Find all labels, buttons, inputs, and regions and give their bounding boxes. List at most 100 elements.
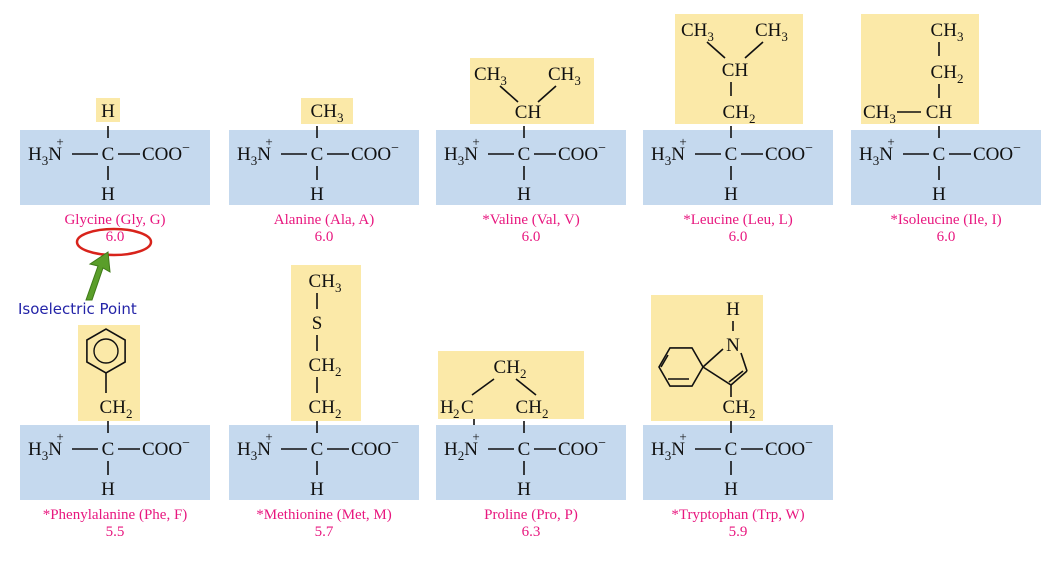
isoelectric-value: 6.0 bbox=[105, 229, 125, 245]
isoelectric-value: 6.0 bbox=[314, 229, 334, 245]
plus-charge: + bbox=[56, 134, 63, 149]
side-chain-box bbox=[291, 265, 361, 421]
side-ch3: CH3 bbox=[309, 271, 342, 295]
carboxylate-group: COO− bbox=[351, 141, 399, 165]
carboxylate-group: COO− bbox=[765, 141, 813, 165]
side-ch2: CH2 bbox=[723, 397, 756, 421]
backbone-box bbox=[229, 130, 419, 205]
plus-charge: + bbox=[265, 429, 272, 444]
backbone-box bbox=[643, 425, 833, 500]
bond bbox=[744, 41, 764, 59]
side-chain-box bbox=[78, 325, 140, 421]
carboxylate-group: COO− bbox=[973, 141, 1021, 165]
backbone-box bbox=[643, 130, 833, 205]
side-chain-box bbox=[651, 295, 763, 421]
backbone-box bbox=[20, 130, 210, 205]
side-ch: CH bbox=[515, 102, 542, 123]
side-h2c-sub: 2 bbox=[453, 406, 460, 421]
amine-group: H3N bbox=[859, 144, 893, 168]
isoelectric-value: 6.0 bbox=[728, 229, 748, 245]
alpha-carbon: C bbox=[725, 144, 738, 165]
bond bbox=[537, 85, 557, 103]
carboxylate-group: COO− bbox=[558, 436, 606, 460]
alpha-hydrogen: H bbox=[310, 184, 324, 205]
isoelectric-point-label: Isoelectric Point bbox=[18, 300, 137, 318]
backbone-box bbox=[436, 425, 626, 500]
amino-acid-name: Alanine (Ala, A) bbox=[273, 212, 375, 228]
amine-group: H3N bbox=[444, 144, 478, 168]
carboxylate-group: COO− bbox=[765, 436, 813, 460]
side-ch2-top: CH2 bbox=[494, 357, 527, 381]
alpha-hydrogen: H bbox=[932, 184, 946, 205]
side-ch3-right: CH3 bbox=[548, 64, 581, 88]
amino-acid-name: Glycine (Gly, G) bbox=[64, 212, 166, 228]
isoelectric-value: 5.5 bbox=[105, 524, 125, 540]
carboxylate-group: COO− bbox=[558, 141, 606, 165]
side-ch2: CH2 bbox=[931, 62, 964, 86]
alpha-carbon: C bbox=[933, 144, 946, 165]
bond bbox=[728, 370, 744, 383]
indole-h: H bbox=[726, 299, 740, 320]
side-chain-box bbox=[96, 98, 120, 122]
amino-acid-name: *Phenylalanine (Phe, F) bbox=[42, 507, 188, 523]
side-chain-box bbox=[438, 351, 584, 419]
side-ch: CH bbox=[926, 102, 953, 123]
side-chain-box bbox=[470, 58, 594, 124]
carboxylate-group: COO− bbox=[142, 436, 190, 460]
alpha-carbon: C bbox=[311, 144, 324, 165]
alpha-carbon: C bbox=[102, 439, 115, 460]
plus-charge: + bbox=[472, 134, 479, 149]
side-chain-box bbox=[301, 98, 353, 124]
side-ch3-left: CH3 bbox=[863, 102, 896, 126]
alpha-carbon: C bbox=[725, 439, 738, 460]
side-ch2: CH2 bbox=[100, 397, 133, 421]
side-chain-box bbox=[675, 14, 803, 124]
amino-acid-name: *Tryptophan (Trp, W) bbox=[671, 507, 805, 523]
amine-group: H3N bbox=[28, 144, 62, 168]
carboxylate-group: COO− bbox=[142, 141, 190, 165]
alpha-carbon: C bbox=[518, 144, 531, 165]
isoelectric-value: 5.7 bbox=[314, 524, 334, 540]
bond bbox=[499, 85, 519, 103]
backbone-box bbox=[229, 425, 419, 500]
alpha-hydrogen: H bbox=[101, 184, 115, 205]
benzene-aromatic bbox=[93, 338, 119, 364]
bond bbox=[730, 370, 748, 386]
amino-acid-name: *Leucine (Leu, L) bbox=[683, 212, 793, 228]
indole-benzene bbox=[658, 347, 704, 387]
plus-charge: + bbox=[265, 134, 272, 149]
alpha-hydrogen: H bbox=[101, 479, 115, 500]
bond bbox=[660, 354, 669, 368]
side-chain-box bbox=[861, 14, 979, 124]
side-ch3-right: CH3 bbox=[755, 20, 788, 44]
side-h2c: H bbox=[440, 397, 454, 418]
bond bbox=[740, 352, 748, 372]
bond bbox=[702, 348, 724, 368]
alpha-carbon: C bbox=[518, 439, 531, 460]
side-ch: CH bbox=[722, 60, 749, 81]
plus-charge: + bbox=[679, 429, 686, 444]
isoelectric-point-arrow bbox=[85, 251, 111, 301]
side-ch3-left: CH3 bbox=[681, 20, 714, 44]
amino-acid-name: *Isoleucine (Ile, I) bbox=[890, 212, 1002, 228]
alpha-hydrogen: H bbox=[724, 184, 738, 205]
amine-group: H2N bbox=[444, 439, 478, 463]
side-h2c-c: C bbox=[461, 397, 474, 418]
side-ch3: CH3 bbox=[311, 101, 344, 125]
alpha-hydrogen: H bbox=[724, 479, 738, 500]
amine-group: H3N bbox=[237, 144, 271, 168]
bond bbox=[515, 378, 537, 396]
backbone-box bbox=[436, 130, 626, 205]
amine-group: H3N bbox=[651, 144, 685, 168]
amino-acid-name: Proline (Pro, P) bbox=[484, 507, 578, 523]
